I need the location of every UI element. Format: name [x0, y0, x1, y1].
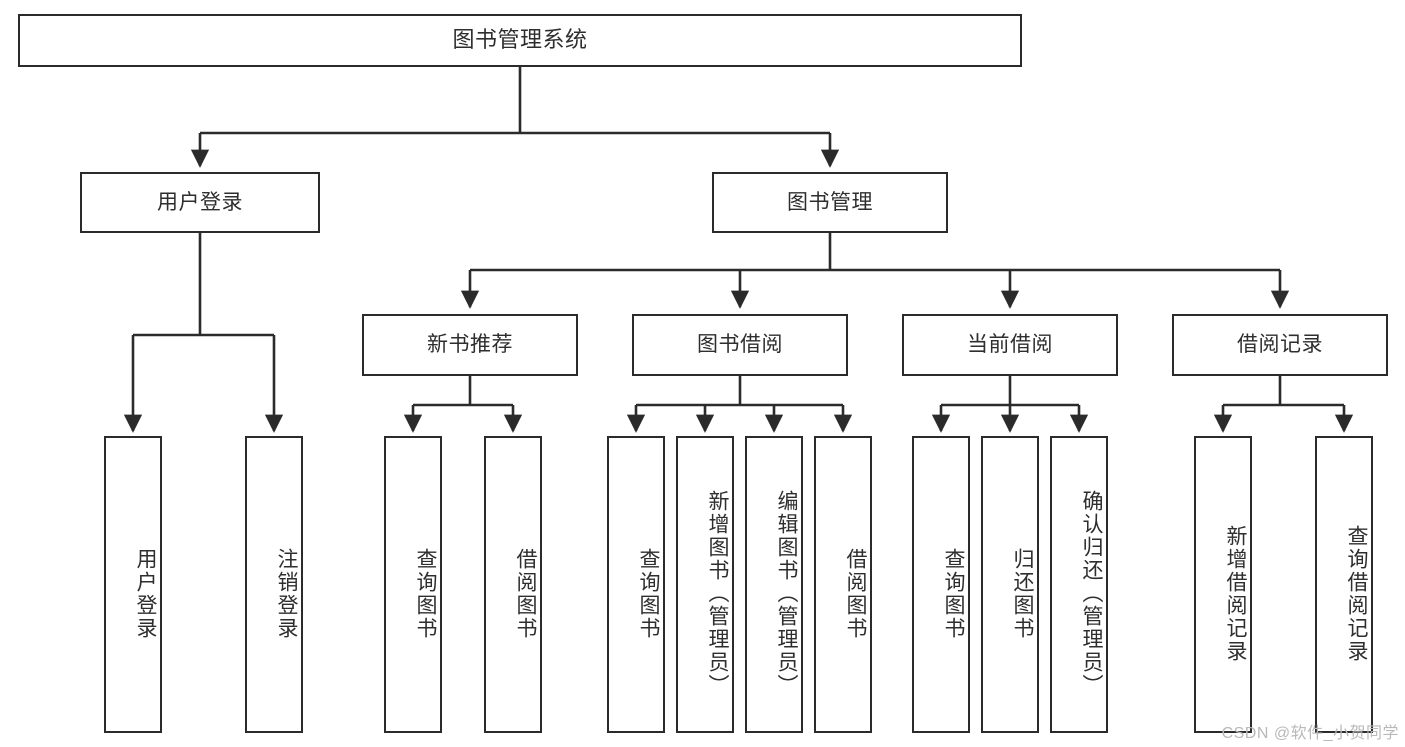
node-label: 借阅图书	[844, 547, 867, 640]
node-label: 新书推荐	[427, 333, 513, 357]
node-label: 编辑图书（管理员）	[775, 490, 798, 697]
node-label: 借阅记录	[1237, 333, 1323, 357]
node-label: 图书借阅	[697, 333, 783, 357]
node-label: 新增图书（管理员）	[706, 490, 729, 697]
csdn-watermark: CSDN @软件_小贺同学	[1221, 725, 1399, 742]
node-current-borrow[interactable]: 当前借阅	[902, 314, 1118, 376]
node-label: 图书管理系统	[452, 27, 588, 53]
leaf-book-borrow-4[interactable]: 借阅图书	[814, 436, 872, 733]
leaf-borrow-record-1[interactable]: 新增借阅记录	[1194, 436, 1252, 733]
leaf-current-borrow-3[interactable]: 确认归还（管理员）	[1050, 436, 1108, 733]
leaf-user-login-1[interactable]: 用户登录	[104, 436, 162, 733]
leaf-borrow-record-2[interactable]: 查询借阅记录	[1315, 436, 1373, 733]
node-label: 注销登录	[275, 547, 298, 640]
leaf-current-borrow-2[interactable]: 归还图书	[981, 436, 1039, 733]
node-label: 查询借阅记录	[1345, 524, 1368, 663]
leaf-new-book-recommend-1[interactable]: 查询图书	[384, 436, 442, 733]
node-label: 新增借阅记录	[1224, 524, 1247, 663]
node-label: 当前借阅	[967, 333, 1053, 357]
node-label: 归还图书	[1011, 547, 1034, 640]
node-label: 用户登录	[134, 547, 157, 640]
node-user-login[interactable]: 用户登录	[80, 172, 320, 233]
leaf-book-borrow-1[interactable]: 查询图书	[607, 436, 665, 733]
node-book-management[interactable]: 图书管理	[712, 172, 948, 233]
leaf-current-borrow-1[interactable]: 查询图书	[912, 436, 970, 733]
node-label: 用户登录	[157, 190, 243, 214]
leaf-book-borrow-2[interactable]: 新增图书（管理员）	[676, 436, 734, 733]
node-label: 借阅图书	[514, 547, 537, 640]
node-label: 查询图书	[942, 547, 965, 640]
node-root-book-management-system[interactable]: 图书管理系统	[18, 14, 1022, 67]
node-label: 查询图书	[637, 547, 660, 640]
leaf-user-login-2[interactable]: 注销登录	[245, 436, 303, 733]
node-label: 查询图书	[414, 547, 437, 640]
node-label: 图书管理	[787, 190, 873, 214]
leaf-new-book-recommend-2[interactable]: 借阅图书	[484, 436, 542, 733]
node-borrow-record[interactable]: 借阅记录	[1172, 314, 1388, 376]
node-book-borrow[interactable]: 图书借阅	[632, 314, 848, 376]
node-new-book-recommend[interactable]: 新书推荐	[362, 314, 578, 376]
leaf-book-borrow-3[interactable]: 编辑图书（管理员）	[745, 436, 803, 733]
node-label: 确认归还（管理员）	[1080, 490, 1103, 697]
